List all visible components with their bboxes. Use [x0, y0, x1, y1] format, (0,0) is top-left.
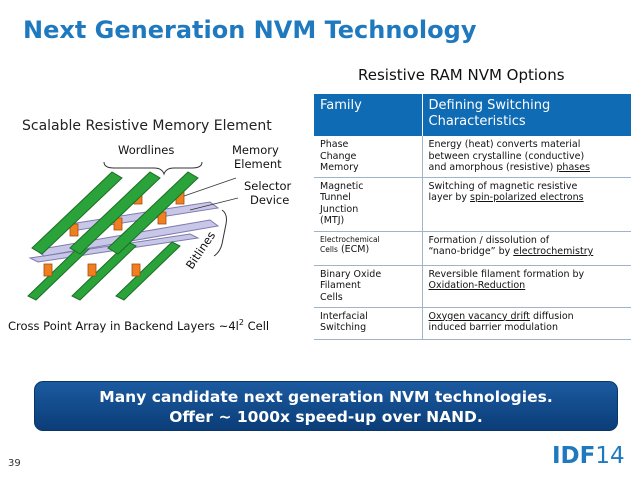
table-header-row: Family Defining Switching Characteristic… [314, 94, 632, 136]
wordlines-label: Wordlines [118, 143, 174, 157]
memory-element-leader [183, 177, 237, 197]
banner-line-2: Offer ~ 1000x speed-up over NAND. [169, 408, 483, 426]
diagram-caption: Cross Point Array in Backend Layers ~4l2… [8, 318, 270, 333]
top-wordline-2 [69, 171, 161, 255]
bottom-wordline-3 [115, 241, 181, 301]
bottom-wordline-2 [71, 241, 137, 301]
diagram-title: Scalable Resistive Memory Element [22, 118, 272, 134]
description-cell: Formation / dissolution of “nano-bridge”… [422, 231, 631, 266]
idf-logo: IDF14 [552, 443, 625, 469]
memory-element-label-1: Memory [232, 143, 279, 157]
banner-line-1: Many candidate next generation NVM techn… [99, 388, 553, 406]
family-cell: Binary Oxide Filament Cells [314, 265, 423, 308]
family-cell: Phase Change Memory [314, 136, 423, 178]
description-cell: Switching of magnetic resistive layer by… [422, 177, 631, 232]
table-row: Phase Change Memory Energy (heat) conver… [314, 136, 631, 178]
slide-title: Next Generation NVM Technology [23, 16, 477, 44]
memory-cell [43, 263, 53, 277]
selector-label-1: Selector [244, 179, 292, 193]
description-cell: Reversible filament formation by Oxidati… [422, 265, 631, 308]
column-header-characteristics: Defining Switching Characteristics [422, 94, 632, 136]
nvm-options-table: Family Defining Switching Characteristic… [314, 94, 632, 340]
selector-leader [189, 197, 239, 211]
top-wordline-3 [107, 171, 199, 255]
table-row: Binary Oxide Filament Cells Reversible f… [314, 265, 631, 308]
table-row: Magnetic Tunnel Junction (MTJ) Switching… [314, 177, 631, 232]
table-title: Resistive RAM NVM Options [358, 66, 565, 84]
family-cell: Electrochemical Cells (ECM) [314, 231, 423, 266]
page-number: 39 [8, 458, 21, 469]
top-wordline-1 [31, 171, 123, 255]
bitlines-brace [213, 209, 227, 257]
cross-point-array-diagram: Wordlines Memory Element Selector Device… [27, 143, 292, 301]
family-cell: Magnetic Tunnel Junction (MTJ) [314, 177, 423, 232]
memory-element-label-2: Element [234, 157, 282, 171]
table-row: Electrochemical Cells (ECM) Formation / … [314, 231, 631, 266]
summary-banner: Many candidate next generation NVM techn… [34, 381, 618, 431]
description-cell: Oxygen vacancy drift diffusion induced b… [422, 307, 631, 340]
table-row: Interfacial Switching Oxygen vacancy dri… [314, 307, 631, 340]
wordlines-brace [103, 161, 203, 176]
description-cell: Energy (heat) converts material between … [422, 136, 631, 178]
memory-cell [131, 263, 141, 277]
memory-cell [87, 263, 97, 277]
selector-label-2: Device [250, 193, 289, 207]
family-cell: Interfacial Switching [314, 307, 423, 340]
column-header-family: Family [314, 94, 423, 136]
